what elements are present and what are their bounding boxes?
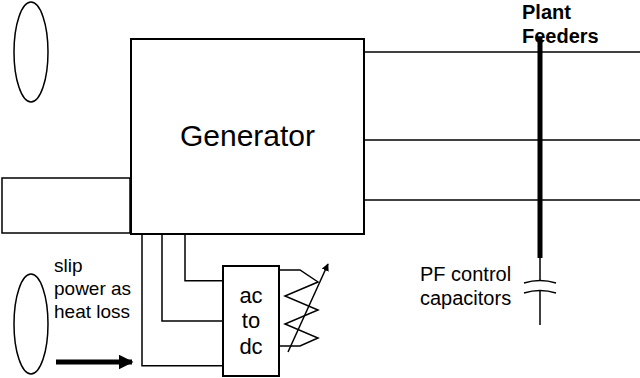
capacitor-plate: [524, 281, 556, 284]
feeder-line: [365, 139, 640, 141]
feeder-label: Plant Feeders: [522, 0, 599, 48]
feeder-line: [365, 51, 640, 53]
generator-box: Generator: [130, 38, 365, 235]
rotor-blade: [14, 2, 48, 102]
box-text: ac to dc: [239, 283, 262, 359]
box-text: Generator: [180, 119, 315, 154]
flow-arrow: [56, 360, 132, 365]
slip-power-label: slip power as heat loss: [54, 255, 136, 323]
rotor-shaft: [2, 178, 130, 233]
capacitor-label: PF control capacitors: [420, 262, 520, 310]
bus-bar: [538, 38, 543, 258]
wire: [142, 235, 222, 366]
feeder-line: [365, 199, 640, 201]
rotor-blade: [14, 274, 48, 374]
converter-box: ac to dc: [222, 265, 280, 377]
wire: [185, 235, 222, 281]
wire: [162, 235, 222, 321]
variable-arrow: [288, 264, 328, 352]
resistor-symbol: [280, 270, 318, 346]
capacitor-wire: [539, 290, 541, 325]
capacitor-wire: [539, 258, 541, 281]
